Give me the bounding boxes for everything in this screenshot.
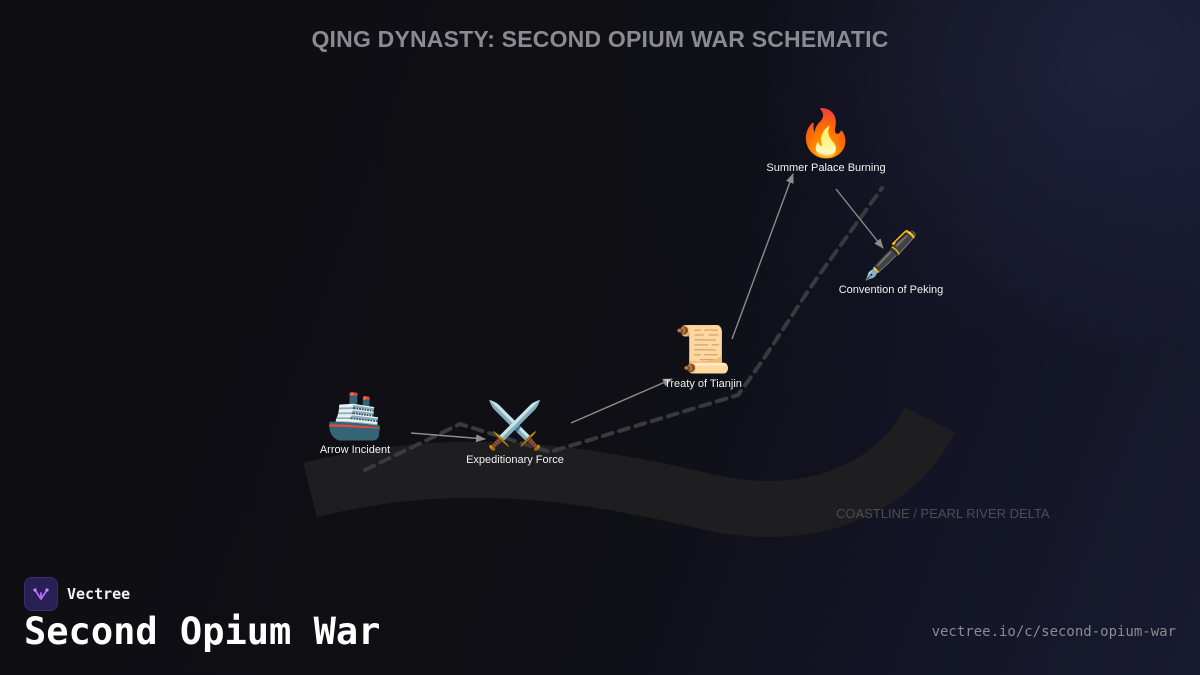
node-expeditionary-force[interactable]: ⚔️ Expeditionary Force — [466, 398, 564, 466]
coastline-shape — [303, 406, 956, 537]
node-treaty-of-tianjin[interactable]: 📜 Treaty of Tianjin — [664, 322, 742, 390]
coastline-label: COASTLINE / PEARL RIVER DELTA — [836, 506, 1050, 521]
node-convention-of-peking[interactable]: 🖋️ Convention of Peking — [839, 228, 944, 296]
edge-arrow-incident-to-expeditionary-force — [410, 432, 486, 443]
brand-name: Vectree — [67, 585, 131, 603]
campaign-route — [363, 186, 884, 472]
page-url[interactable]: vectree.io/c/second-opium-war — [931, 624, 1176, 640]
edge-treaty-of-tianjin-to-summer-palace-burning — [731, 173, 794, 340]
ship-icon: 🚢 — [326, 388, 384, 442]
node-arrow-incident[interactable]: 🚢 Arrow Incident — [320, 388, 390, 456]
node-label: Arrow Incident — [319, 444, 391, 456]
node-label: Convention of Peking — [838, 284, 944, 296]
diagram-title: QING DYNASTY: SECOND OPIUM WAR SCHEMATIC — [311, 26, 889, 52]
scroll-icon: 📜 — [674, 322, 732, 376]
node-summer-palace-burning[interactable]: 🔥 Summer Palace Burning — [766, 106, 885, 174]
fountain-pen-icon: 🖋️ — [862, 228, 920, 282]
node-label: Summer Palace Burning — [766, 162, 886, 174]
fire-icon: 🔥 — [797, 106, 855, 160]
edge-summer-palace-burning-to-convention-of-peking — [835, 188, 884, 249]
edge-expeditionary-force-to-treaty-of-tianjin — [570, 378, 673, 424]
vectree-logo-icon — [24, 577, 58, 611]
node-label: Treaty of Tianjin — [664, 378, 742, 390]
brand[interactable]: Vectree — [24, 577, 130, 611]
page-heading: Second Opium War — [24, 610, 381, 653]
crossed-swords-icon: ⚔️ — [486, 398, 544, 452]
node-label: Expeditionary Force — [466, 454, 564, 466]
